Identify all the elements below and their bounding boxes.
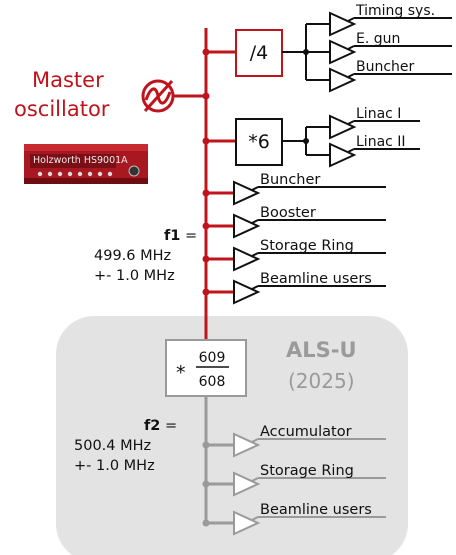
amplifier-icon xyxy=(329,39,357,65)
master-label-line2: oscillator xyxy=(14,97,110,121)
f2-frequency: 500.4 MHz xyxy=(74,438,151,454)
amplifier-icon xyxy=(233,510,261,536)
divide-by-4-box xyxy=(235,29,283,77)
amplifier-icon xyxy=(233,432,261,458)
amplifier-icon xyxy=(329,11,357,37)
output-label: Linac II xyxy=(356,134,406,150)
output-label: Buncher xyxy=(260,172,320,188)
synthesizer-device-image xyxy=(24,144,148,184)
ratio-box xyxy=(165,339,247,397)
master-label-line1: Master xyxy=(32,68,104,92)
output-label: Timing sys. xyxy=(355,3,435,19)
amplifier-icon xyxy=(233,180,261,206)
output-connector xyxy=(251,285,259,290)
output-connector xyxy=(347,73,355,78)
output-connector xyxy=(347,45,355,50)
output-label: Booster xyxy=(260,205,316,221)
amplifier-icon xyxy=(329,114,357,140)
amplifier-icon xyxy=(233,213,261,239)
output-label: Storage Ring xyxy=(260,463,354,479)
junction-dot xyxy=(202,441,210,449)
amplifier-icon xyxy=(329,67,357,93)
junction-dot xyxy=(202,255,210,263)
amplifier-icon xyxy=(233,246,261,272)
amplifier-icon xyxy=(233,279,261,305)
output-connector xyxy=(251,219,259,224)
oscillator-icon xyxy=(141,79,175,113)
junction-dot xyxy=(202,222,210,230)
ratio-numerator: 609 xyxy=(199,350,226,366)
alsu-panel xyxy=(56,316,408,555)
output-label: Beamline users xyxy=(260,502,372,518)
junction-dot xyxy=(202,189,210,197)
f2-equals: = xyxy=(160,418,177,434)
output-connector xyxy=(251,252,259,257)
f1-name: f1 xyxy=(164,228,180,244)
output-label: Buncher xyxy=(356,59,415,75)
amplifier-icon xyxy=(329,142,357,168)
junction-dot xyxy=(202,288,210,296)
output-connector xyxy=(347,17,355,22)
ratio-prefix: * xyxy=(176,362,186,384)
alsu-title: ALS-U xyxy=(286,338,357,362)
junction-dot xyxy=(202,519,210,527)
f1-equals: = xyxy=(180,228,197,244)
f1-frequency: 499.6 MHz xyxy=(94,248,171,264)
ratio-denominator: 608 xyxy=(199,374,226,390)
multiply-by-6-label: *6 xyxy=(248,131,270,153)
svg-text:f2 =: f2 = xyxy=(144,418,177,434)
divide-by-4-label: /4 xyxy=(250,42,269,64)
output-label: Beamline users xyxy=(260,271,372,287)
output-label: Accumulator xyxy=(260,424,352,440)
output-connector xyxy=(251,438,259,443)
device-label: Holzworth HS9001A xyxy=(33,155,128,166)
junction-dot xyxy=(202,480,210,488)
output-connector xyxy=(251,186,259,191)
output-label: E. gun xyxy=(356,31,400,47)
svg-text:f1 =: f1 = xyxy=(164,228,197,244)
amplifier-icon xyxy=(233,471,261,497)
output-connector xyxy=(251,477,259,482)
output-connector xyxy=(347,148,355,153)
output-label: Storage Ring xyxy=(260,238,354,254)
output-connector xyxy=(347,120,355,125)
output-label: Linac I xyxy=(356,106,401,122)
f2-name: f2 xyxy=(144,418,160,434)
alsu-year: (2025) xyxy=(288,369,355,393)
output-connector xyxy=(251,516,259,521)
f2-tolerance: +- 1.0 MHz xyxy=(74,458,155,474)
f1-tolerance: +- 1.0 MHz xyxy=(94,268,175,284)
